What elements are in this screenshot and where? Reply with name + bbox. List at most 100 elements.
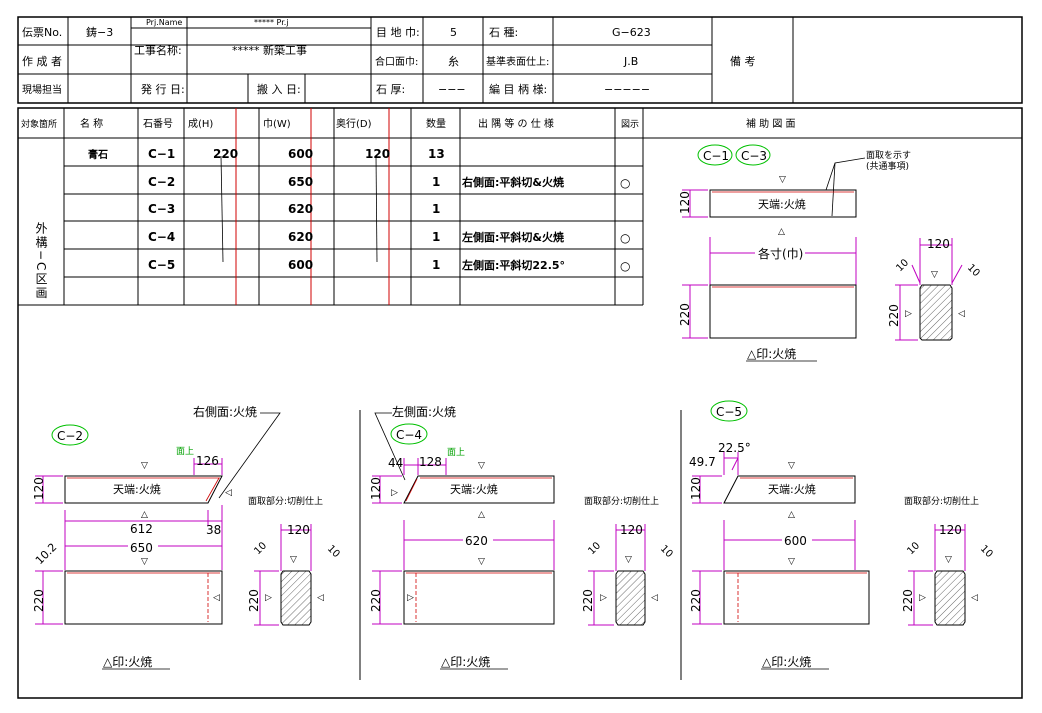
- denpyo-value: 鋳−3: [86, 25, 113, 39]
- row-qty: 1: [432, 202, 440, 216]
- dim-10-r-c5: 10: [978, 543, 995, 560]
- dim-49-7: 49.7: [689, 455, 716, 469]
- table-row: C−5 600 1 左側面:平斜切22.5° ○: [148, 258, 630, 273]
- dim-620: 620: [465, 534, 488, 548]
- genba-label: 現場担当: [22, 83, 62, 96]
- stone-front-c5: [723, 570, 870, 625]
- tri-mark: △: [788, 510, 795, 520]
- sankaku-note-c2: △印:火焼: [103, 655, 152, 669]
- th-w: 巾(W): [263, 117, 291, 130]
- mejihaba-label: 目 地 巾:: [376, 25, 420, 39]
- leader-line: [825, 157, 866, 191]
- dim-120-c4: [372, 475, 402, 504]
- dim-10-r-c2: 10: [325, 543, 342, 560]
- tri-mark: ▽: [290, 555, 297, 565]
- tri-mark: ▷: [265, 593, 272, 603]
- tri-mark: ◁: [225, 488, 232, 498]
- dim-10-left: 10: [894, 257, 911, 274]
- sakusei-label: 作 成 者: [22, 55, 62, 68]
- mejihaba-value: 5: [450, 26, 457, 39]
- tri-mark: ◁: [317, 593, 324, 603]
- stone-front-c4: [403, 570, 555, 625]
- svg-text:C−3: C−3: [741, 149, 767, 163]
- tri-mark: △: [478, 510, 485, 520]
- tri-mark: ◁: [651, 593, 658, 603]
- henmoku-value: −−−−−: [604, 83, 650, 96]
- sankaku-note-c5: △印:火焼: [762, 655, 811, 669]
- tag-c4: C−4: [390, 423, 428, 445]
- tri-mark: ▽: [625, 555, 632, 565]
- tri-mark: ▽: [788, 557, 795, 567]
- tri-mark: ▽: [478, 461, 485, 471]
- th-no: 石番号: [143, 118, 173, 130]
- stone-section-c5: [934, 570, 966, 626]
- tri-mark: ▽: [779, 175, 786, 185]
- denpyo-label: 伝票No.: [22, 26, 62, 39]
- dim-section-c4: [588, 524, 646, 626]
- area-label: 外構−C区画: [34, 222, 48, 301]
- dim-120-c4: 120: [369, 477, 383, 500]
- ishiatsu-label: 石 厚:: [376, 83, 405, 96]
- row-mark: ○: [620, 231, 630, 245]
- row-no: C−1: [148, 147, 175, 161]
- dim-220: 220: [678, 303, 692, 326]
- tri-mark: ▷: [905, 309, 912, 319]
- aikuchi-label: 合口面巾:: [375, 55, 418, 68]
- svg-text:C−4: C−4: [396, 428, 422, 442]
- dim-120: 120: [678, 191, 692, 214]
- dim-10-right: 10: [965, 262, 982, 279]
- th-spec: 出 隅 等 の 仕 様: [478, 117, 554, 130]
- menue-label: 面上: [176, 446, 194, 457]
- mentori-bubun-c2: 面取部分:切削仕上: [248, 495, 323, 507]
- dim-120-c5: [692, 475, 722, 504]
- row-qty: 13: [428, 147, 445, 161]
- tag-c5: C−5: [710, 400, 748, 422]
- dim-38: 38: [206, 523, 221, 537]
- dim-10-l-c4: 10: [586, 540, 603, 557]
- row-qty: 1: [432, 258, 440, 272]
- row-spec: 右側面:平斜切&火焼: [461, 175, 564, 189]
- koji-value: ***** 新築工事: [232, 43, 307, 57]
- dim-220-sec-c5: 220: [901, 589, 915, 612]
- dim-120-sec-c2: 120: [287, 523, 310, 537]
- dim-section-c5: [908, 524, 966, 626]
- kijun-value: J.B: [623, 55, 638, 68]
- kijun-label: 基準表面仕上:: [486, 55, 549, 68]
- stone-section: [919, 284, 953, 341]
- dim-220-sec-c4: 220: [581, 589, 595, 612]
- svg-text:C−1: C−1: [703, 149, 729, 163]
- dim-126: [193, 458, 223, 475]
- dim-120-c2: 120: [32, 477, 46, 500]
- row-qty: 1: [432, 175, 440, 189]
- tri-mark: ◁: [958, 309, 965, 319]
- ishiatsu-value: −−−: [438, 83, 466, 96]
- row-mark: ○: [620, 259, 630, 273]
- dim-120-left: [682, 189, 708, 218]
- tri-mark: ▽: [141, 557, 148, 567]
- dim-120-section: [895, 238, 963, 341]
- th-name: 名 称: [80, 117, 103, 130]
- drawing-c4: 左側面:火焼 C−4 面上 44 128 ▽ 天端:火焼 ▷ 120 △: [369, 404, 675, 670]
- dim-10-r-c4: 10: [658, 543, 675, 560]
- stone-front-view: [709, 284, 857, 339]
- stone-top-view: [709, 189, 857, 218]
- aux-drawing-c1-c3: C−1 C−3 面取を示す (共通事項) ▽ 天端:火焼 120 △ 各寸(巾): [678, 144, 982, 362]
- dim-120-sec-c5: 120: [939, 523, 962, 537]
- mentori-bubun-c4: 面取部分:切削仕上: [584, 495, 659, 507]
- th-area: 対象箇所: [21, 118, 57, 130]
- tri-mark: ▽: [945, 555, 952, 565]
- tri-mark: ▽: [141, 461, 148, 471]
- row-spec: 左側面:平斜切&火焼: [461, 230, 564, 244]
- stone-top-c2: [64, 475, 223, 504]
- sankaku-note-c4: △印:火焼: [441, 655, 490, 669]
- dim-10-2: 10.2: [33, 541, 60, 568]
- tenba-label: 天端:火焼: [758, 198, 806, 211]
- hidari-sokumen-label: 左側面:火焼: [392, 404, 456, 419]
- dim-600: 600: [784, 534, 807, 548]
- dim-220-c2: 220: [32, 589, 46, 612]
- tri-mark: △: [141, 510, 148, 520]
- dim-section-c2: [254, 524, 312, 626]
- prj-name-label: Prj.Name: [146, 18, 182, 27]
- row-w: 620: [288, 230, 313, 244]
- dim-44-128: [403, 458, 447, 475]
